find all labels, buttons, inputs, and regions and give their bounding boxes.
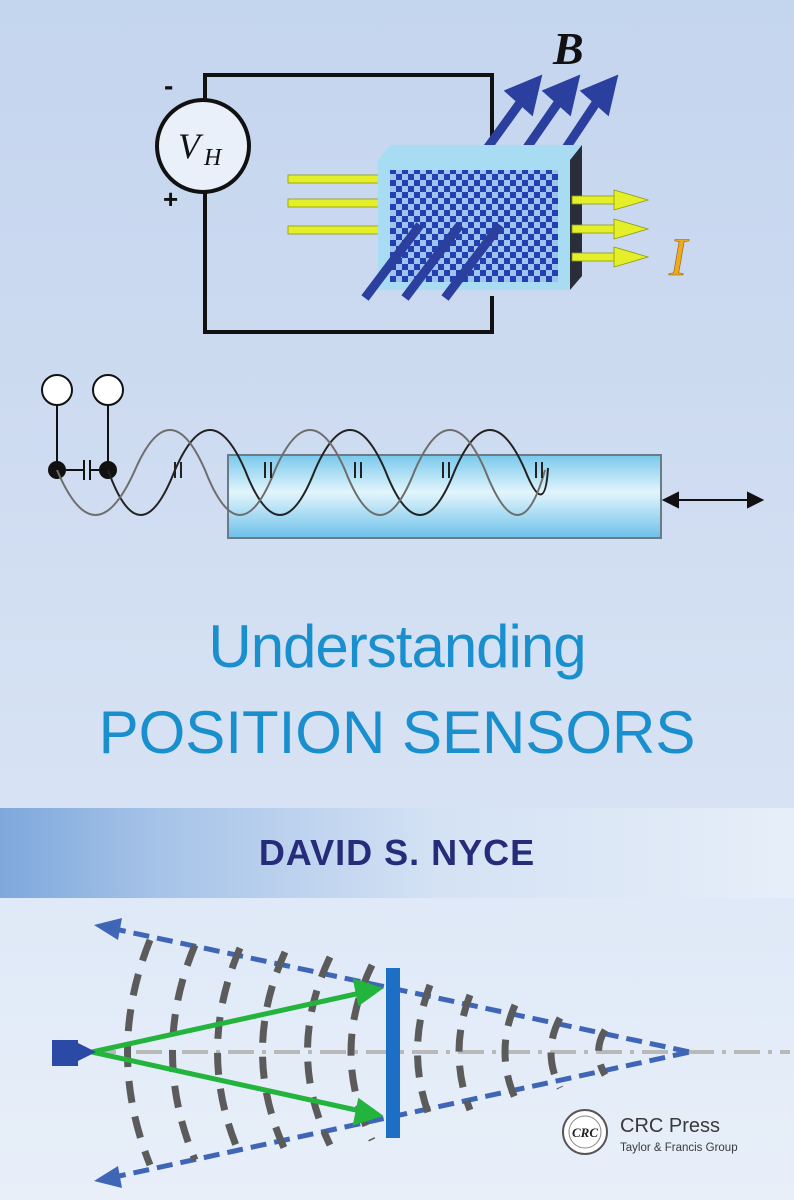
sine-trace-dark xyxy=(107,429,549,516)
title-line-1: Understanding xyxy=(208,613,586,680)
sensor-tube xyxy=(227,454,662,539)
wave-fronts xyxy=(124,938,609,1167)
field-label: B xyxy=(552,23,584,74)
ultrasonic-transducer-icon xyxy=(52,1040,96,1066)
current-label: I xyxy=(668,227,690,287)
title-line-2: POSITION SENSORS xyxy=(98,699,696,766)
terminal-icons xyxy=(41,374,124,470)
hall-element-icon xyxy=(378,145,582,290)
circuit-wire xyxy=(203,73,494,334)
field-arrows-lower xyxy=(361,222,504,301)
voltmeter-label: V xyxy=(178,126,204,166)
target-bar xyxy=(386,968,400,1138)
publisher-subtitle: Taylor & Francis Group xyxy=(620,1142,738,1154)
minus-sign: - xyxy=(164,70,173,101)
current-arrows-out xyxy=(571,189,650,268)
voltmeter-subscript: H xyxy=(203,145,223,171)
capacitive-sensor-diagram xyxy=(41,374,765,539)
author-band xyxy=(0,808,794,898)
author-name: DAVID S. NYCE xyxy=(258,832,536,873)
reflection-rays xyxy=(91,978,384,1126)
sine-trace-grey xyxy=(56,429,546,516)
hall-effect-diagram: V H - + B I xyxy=(155,23,690,334)
motion-arrow-icon xyxy=(661,491,765,509)
plus-sign: + xyxy=(163,184,178,214)
voltmeter-icon: V H xyxy=(155,98,251,194)
publisher-name: CRC Press xyxy=(620,1115,721,1137)
crc-logo-icon: CRC xyxy=(562,1109,608,1155)
crc-logo-text: CRC xyxy=(572,1125,598,1140)
